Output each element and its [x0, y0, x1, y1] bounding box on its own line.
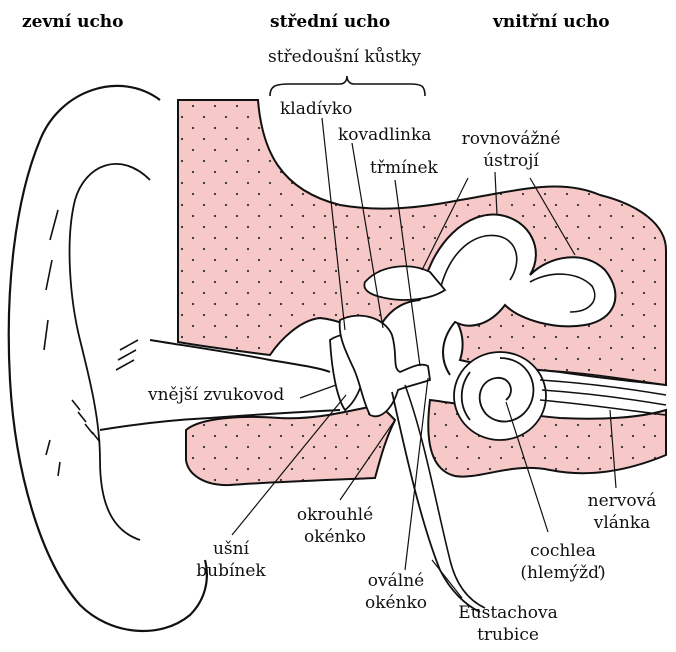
- label-cochlea-line2: (hlemýžď): [508, 562, 618, 584]
- label-balance-organ: rovnovážné ústrojí: [452, 128, 570, 172]
- cochlea-spiral: [454, 352, 546, 440]
- label-cochlea-line1: cochlea: [508, 540, 618, 562]
- header-outer-ear: zevní ucho: [22, 12, 124, 32]
- label-incus: kovadlinka: [338, 124, 431, 146]
- pinna-inner-fold: [70, 164, 150, 540]
- label-eardrum: ušní bubínek: [190, 538, 272, 582]
- label-eustachian-tube: Eustachova trubice: [452, 602, 564, 646]
- label-oval-window-line2: okénko: [356, 592, 436, 614]
- label-round-window: okrouhlé okénko: [290, 504, 380, 548]
- label-cochlea: cochlea (hlemýžď): [508, 540, 618, 584]
- label-eardrum-line2: bubínek: [190, 560, 272, 582]
- label-balance-line1: rovnovážné: [452, 128, 570, 150]
- label-nerve-fibers: nervová vlánka: [580, 490, 664, 534]
- header-inner-ear: vnitřní ucho: [493, 12, 610, 32]
- ossicles-bracket: [270, 76, 425, 96]
- label-eustachian-line2: trubice: [452, 624, 564, 646]
- label-round-window-line2: okénko: [290, 526, 380, 548]
- label-round-window-line1: okrouhlé: [290, 504, 380, 526]
- label-stapes: třmínek: [370, 157, 438, 179]
- label-nerve-line1: nervová: [580, 490, 664, 512]
- label-oval-window: oválné okénko: [356, 570, 436, 614]
- label-oval-window-line1: oválné: [356, 570, 436, 592]
- label-ossicles: středoušní kůstky: [268, 46, 421, 68]
- label-malleus: kladívko: [280, 98, 352, 120]
- label-balance-line2: ústrojí: [452, 150, 570, 172]
- label-ear-canal: vnější zvukovod: [148, 384, 284, 406]
- pinna-hatching: [44, 210, 138, 476]
- label-nerve-line2: vlánka: [580, 512, 664, 534]
- header-middle-ear: střední ucho: [270, 12, 390, 32]
- label-eardrum-line1: ušní: [190, 538, 272, 560]
- label-eustachian-line1: Eustachova: [452, 602, 564, 624]
